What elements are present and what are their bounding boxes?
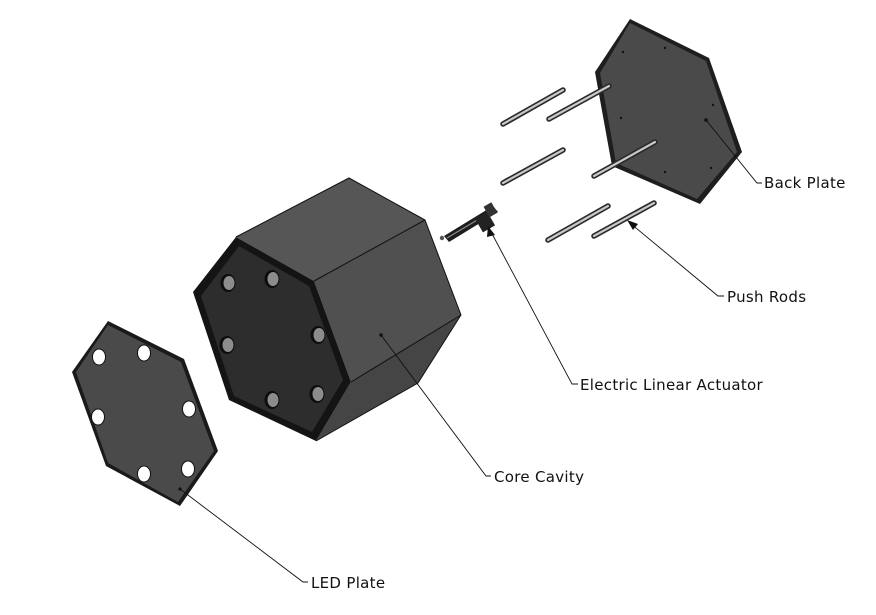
push-rod: [546, 83, 612, 122]
arrowhead-actuator: [487, 226, 495, 237]
back-plate-holes: [619, 46, 715, 174]
core-side-face-upper: [314, 220, 461, 382]
core-side-face-lower: [316, 315, 461, 441]
push-rod: [500, 147, 566, 186]
led-plate-face: [76, 325, 214, 502]
core-led-holes: [219, 270, 326, 409]
arrowhead-push-rods: [627, 220, 638, 230]
push-rod: [591, 200, 657, 239]
label-electric-linear-actuator: Electric Linear Actuator: [580, 376, 764, 394]
push-rods: [500, 83, 658, 243]
led-plate-holes: [91, 344, 196, 483]
core-front-face: [201, 246, 343, 432]
electric-linear-actuator: [439, 202, 498, 242]
push-rod: [545, 203, 611, 243]
leader-core-cavity: [380, 334, 491, 477]
leader-back-plate: [705, 119, 762, 184]
leader-actuator: [489, 229, 578, 385]
led-plate: [72, 321, 218, 506]
label-led-plate: LED Plate: [311, 574, 385, 592]
leader-lines: [179, 119, 762, 583]
core-top-face: [236, 178, 425, 281]
label-push-rods: Push Rods: [727, 288, 806, 306]
label-back-plate: Back Plate: [764, 174, 846, 192]
label-core-cavity: Core Cavity: [494, 468, 584, 486]
leader-led-plate: [179, 488, 308, 583]
push-rod: [500, 87, 566, 127]
back-plate: [595, 19, 742, 204]
push-rod: [591, 139, 658, 179]
leader-push-rods: [629, 222, 724, 297]
back-plate-face: [600, 23, 737, 199]
core-cavity: [193, 177, 462, 442]
